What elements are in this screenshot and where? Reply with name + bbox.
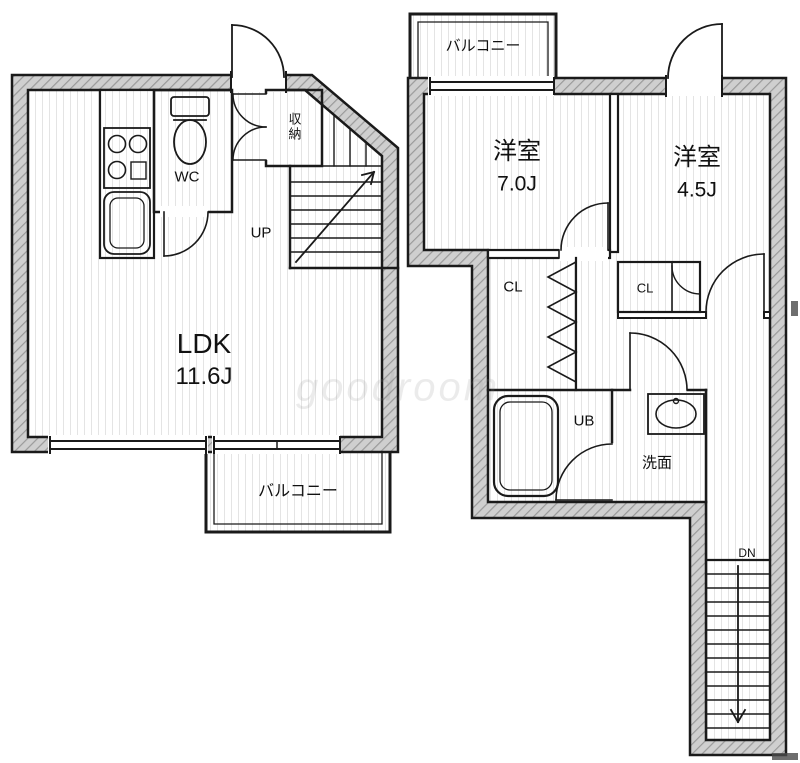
closet2-label: CL <box>636 280 654 296</box>
wc-room <box>152 88 234 257</box>
stairs-up <box>288 114 400 270</box>
washbasin-icon <box>647 393 705 435</box>
cropped-edge-marks <box>772 301 798 760</box>
floor1-window <box>48 435 208 454</box>
stairs-down-arrow-icon <box>729 565 747 724</box>
floor1-balcony <box>204 450 392 534</box>
stairs-up-arrow-icon <box>294 170 376 264</box>
stairs-down <box>704 558 772 729</box>
closet1-label: CL <box>503 278 523 296</box>
toilet-icon <box>170 96 210 165</box>
bathtub-icon <box>492 394 560 498</box>
bedroom2-name-label: 洋室 <box>673 144 721 171</box>
floor1-balcony-door <box>212 435 341 454</box>
bedroom1-door <box>486 202 612 261</box>
floor2-window <box>428 76 555 96</box>
ub-door <box>555 443 613 501</box>
floor2-balcony-label: バルコニー <box>445 37 521 55</box>
floor1-unit <box>10 24 400 534</box>
stairs-up-label: UP <box>250 224 272 242</box>
unit-bath-label: UB <box>573 412 595 430</box>
floor1-balcony-label: バルコニー <box>258 483 338 500</box>
floor2-balcony <box>408 12 558 80</box>
storage-door-icon <box>232 93 267 161</box>
stairs-down-label: DN <box>738 546 756 560</box>
kitchen-sink-icon <box>103 191 151 255</box>
floor1-entrance-door <box>231 24 285 78</box>
bedroom2-size-label: 4.5J <box>677 178 717 202</box>
floor2-entrance-door <box>667 23 723 79</box>
bifold-door-icon <box>546 260 578 384</box>
closet1-box <box>546 256 578 392</box>
bedroom1-size-label: 7.0J <box>497 172 537 196</box>
washroom-label: 洗面 <box>641 454 673 472</box>
storage-closet <box>232 88 324 168</box>
storage-label: 収納 <box>286 112 302 142</box>
wc-label: WC <box>174 168 200 186</box>
unit-bath <box>492 388 614 501</box>
watermark: goodroom <box>295 365 501 410</box>
washroom <box>647 388 708 504</box>
bedroom-divider-wall <box>608 92 620 254</box>
ldk-name-label: LDK <box>176 328 232 359</box>
ldk-size-label: 11.6J <box>175 363 233 390</box>
wc-door <box>163 211 209 257</box>
closet2-box <box>616 260 702 314</box>
floor2-unit <box>406 12 788 757</box>
bedroom1-name-label: 洋室 <box>493 138 541 165</box>
kitchen-counter <box>98 88 156 260</box>
stove-icon <box>103 127 151 189</box>
washroom-door <box>486 332 708 392</box>
bedroom2-door <box>617 253 771 319</box>
